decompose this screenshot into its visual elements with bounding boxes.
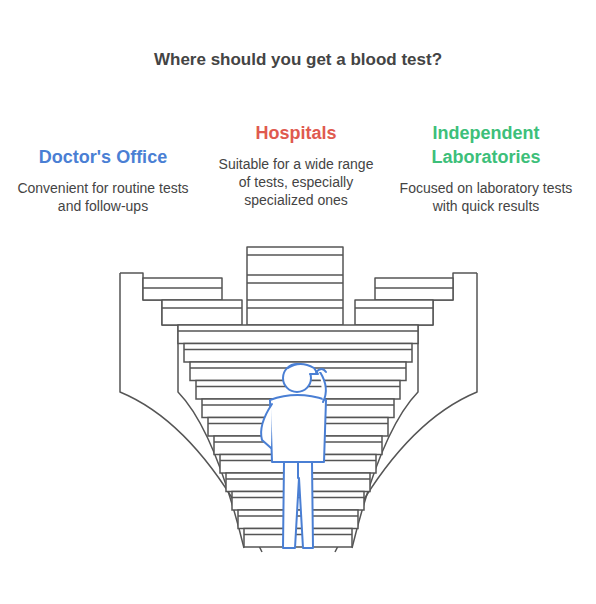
stair-tread: [244, 534, 352, 536]
option-column: Doctor's OfficeConvenient for routine te…: [14, 145, 192, 215]
stair-step: [244, 529, 352, 548]
option-description: Focused on laboratory tests with quick r…: [397, 179, 575, 215]
option-description: Convenient for routine tests and follow-…: [14, 179, 192, 215]
option-column: HospitalsSuitable for a wide range of te…: [216, 121, 376, 209]
stair-tread: [184, 349, 412, 351]
option-heading: Doctor's Office: [14, 145, 192, 169]
stair-step: [184, 344, 412, 363]
option-heading: Hospitals: [216, 121, 376, 145]
stair-step: [178, 325, 418, 344]
option-heading: Independent Laboratories: [397, 121, 575, 169]
stair-tread: [238, 515, 358, 517]
option-description: Suitable for a wide range of tests, espe…: [216, 155, 376, 209]
diagram-title: Where should you get a blood test?: [0, 50, 596, 70]
stair-tread: [178, 330, 418, 332]
option-column: Independent LaboratoriesFocused on labor…: [397, 121, 575, 215]
